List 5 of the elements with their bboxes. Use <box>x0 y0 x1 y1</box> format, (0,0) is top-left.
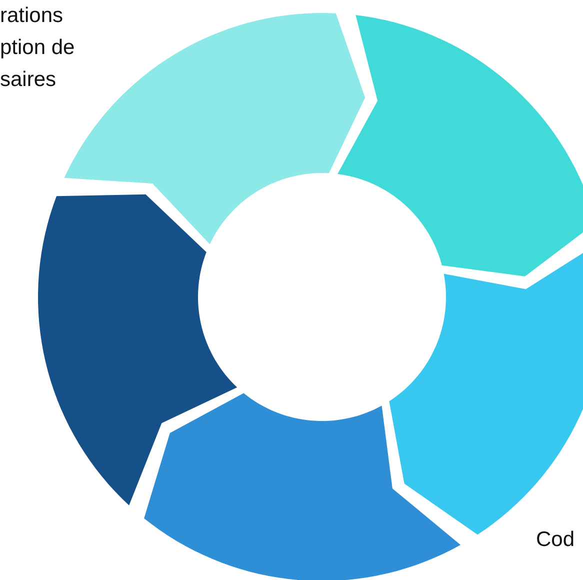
cycle-arrow-segment <box>38 194 238 506</box>
step-description: rations ption de saires <box>0 3 76 93</box>
cycle-arrow-segment <box>338 15 583 276</box>
step-description: Cod <box>536 527 576 553</box>
cycle-arrow-segment <box>144 393 461 580</box>
